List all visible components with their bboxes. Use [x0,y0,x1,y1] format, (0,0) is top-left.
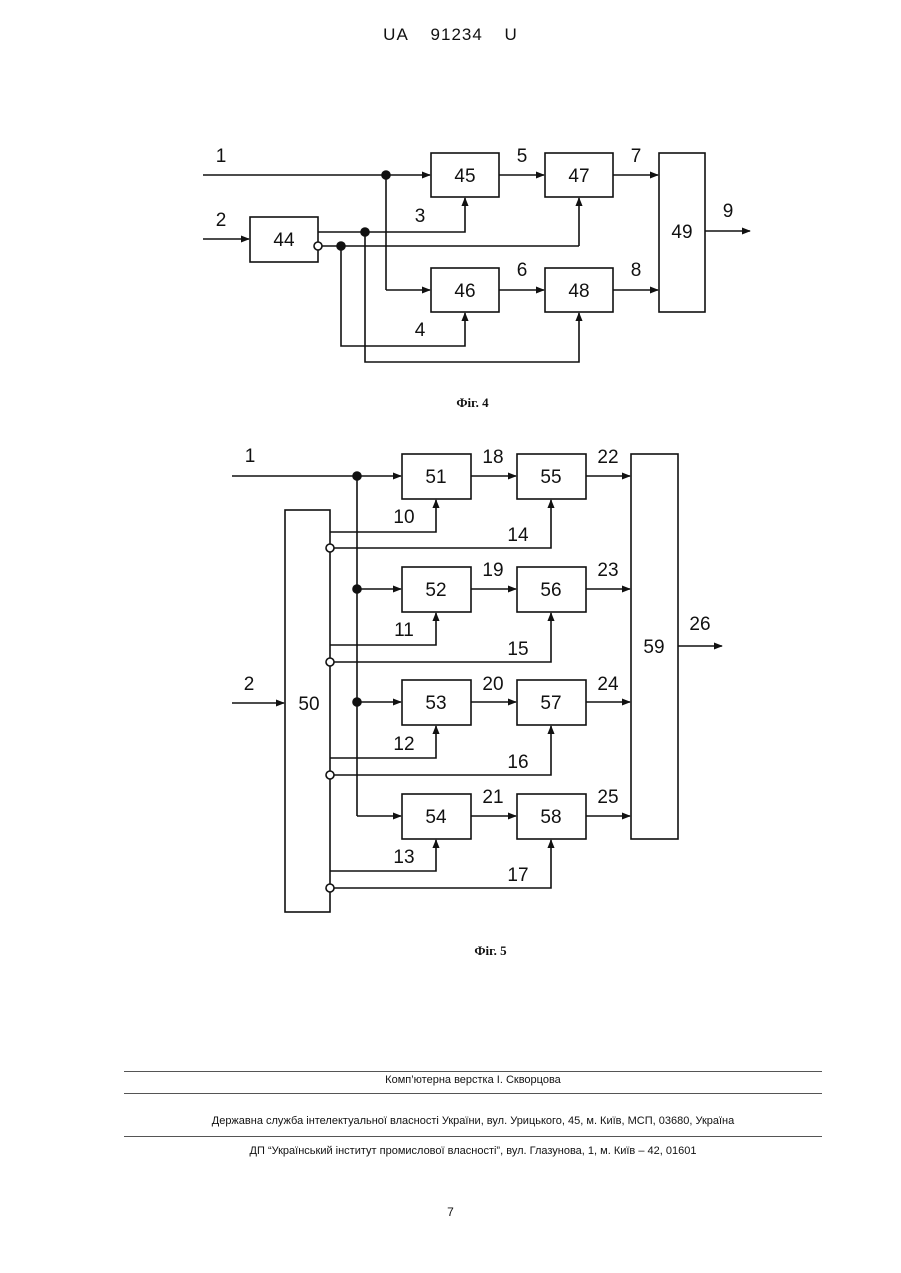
signal-label-17: 17 [507,865,528,886]
line-11 [330,613,436,645]
block-59-label: 59 [643,637,664,658]
signal-label-2: 2 [216,210,227,231]
signal-label-21: 21 [482,787,503,808]
figure-4-caption: Фіг. 4 [0,395,901,411]
signal-label-19: 19 [482,560,503,581]
block-51-label: 51 [425,467,446,488]
footer-service: Державна служба інтелектуальної власност… [124,1115,822,1127]
signal-label-12: 12 [393,734,414,755]
block-56-label: 56 [540,580,561,601]
junction-dot [382,171,390,179]
inverted-output-circle [326,544,334,552]
footer-typesetting: Комп’ютерна верстка І. Скворцова [124,1074,822,1086]
block-49-label: 49 [671,222,692,243]
page-number: 7 [0,1205,901,1219]
figure-5-caption: Фіг. 5 [0,943,901,959]
inverted-output-circle [326,658,334,666]
junction-dot [353,698,361,706]
signal-label-25: 25 [597,787,618,808]
signal-label-3: 3 [415,206,426,227]
block-58-label: 58 [540,807,561,828]
signal-label-4: 4 [415,320,426,341]
signal-label-8: 8 [631,260,642,281]
signal-label-7: 7 [631,146,642,167]
line-10 [330,500,436,532]
block-44-label: 44 [273,230,295,251]
block-52-label: 52 [425,580,446,601]
block-53-label: 53 [425,693,446,714]
signal-label-10: 10 [393,507,414,528]
junction-dot [353,585,361,593]
line-13 [330,840,436,871]
signal-label-18: 18 [482,447,503,468]
inverted-output-circle [326,771,334,779]
inverted-output-circle [314,242,322,250]
signal-label-23: 23 [597,560,618,581]
junction-dot [337,242,345,250]
junction-dot [353,472,361,480]
signal-label-22: 22 [597,447,618,468]
line-4 [341,246,465,346]
inverted-output-circle [326,884,334,892]
junction-dot [361,228,369,236]
figure-4 [203,153,750,362]
signal-label-5: 5 [517,146,528,167]
signal-label-9: 9 [723,201,734,222]
signal-label-1: 1 [216,146,227,167]
footer-divider [124,1136,822,1137]
signal-label-16: 16 [507,752,528,773]
line-3 [318,198,465,232]
signal-label-24: 24 [597,674,619,695]
block-55-label: 55 [540,467,561,488]
block-47-label: 47 [568,166,589,187]
signal-label-11: 11 [394,620,414,641]
signal-label-1: 1 [245,446,256,467]
signal-label-2: 2 [244,674,255,695]
signal-label-26: 26 [689,614,710,635]
figure-5-text: 50 51 52 53 54 55 56 57 58 59 1 2 10 11 … [244,446,711,886]
footer-institute: ДП “Український інститут промислової вла… [124,1145,822,1157]
block-44-label: 45 [454,166,475,187]
signal-label-6: 6 [517,260,528,281]
block-46-label: 46 [454,281,475,302]
block-57-label: 57 [540,693,561,714]
signal-label-20: 20 [482,674,503,695]
line-12 [330,726,436,758]
footer-divider [124,1093,822,1094]
signal-label-15: 15 [507,639,528,660]
figure-5 [232,454,722,912]
signal-label-14: 14 [507,525,529,546]
signal-label-13: 13 [393,847,414,868]
block-50-label: 50 [298,694,319,715]
block-54-label: 54 [425,807,447,828]
footer-divider [124,1071,822,1072]
block-48-label: 48 [568,281,589,302]
